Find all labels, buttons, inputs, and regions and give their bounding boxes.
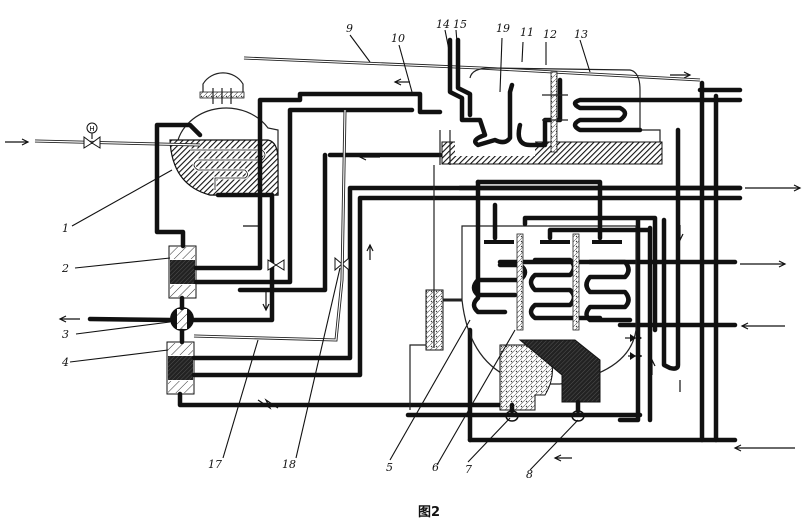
distributor-column-b xyxy=(572,233,580,331)
label-leaders xyxy=(69,29,591,471)
pump-outlet-pipe xyxy=(87,316,173,323)
label-4: 4 xyxy=(61,356,69,369)
label-1: 1 xyxy=(62,222,69,235)
svg-text:H: H xyxy=(89,125,94,133)
spray-nozzle-3 xyxy=(592,240,622,244)
solution-pump-3 xyxy=(170,307,194,331)
flow-arrows xyxy=(243,71,802,462)
label-6: 6 xyxy=(432,461,439,474)
pipe-network-right xyxy=(457,80,743,443)
label-3: 3 xyxy=(62,328,69,341)
level-gauge-vessel xyxy=(409,165,462,410)
expansion-valve-a xyxy=(267,259,285,271)
generator-vessel xyxy=(169,72,279,196)
inlet-line: H xyxy=(5,122,201,149)
condenser-box xyxy=(439,37,743,165)
label-10: 10 xyxy=(391,32,405,45)
generator-dome xyxy=(202,72,244,97)
label-13: 13 xyxy=(574,28,588,41)
generator-liquid xyxy=(169,139,279,196)
label-8: 8 xyxy=(526,468,533,481)
label-9: 9 xyxy=(346,22,353,35)
drain-reservoir-8 xyxy=(518,339,601,403)
label-7: 7 xyxy=(465,463,472,476)
label-17: 17 xyxy=(208,458,222,471)
figure-caption: 图2 xyxy=(418,505,440,520)
check-valve xyxy=(257,398,279,410)
label-12: 12 xyxy=(543,28,557,41)
spray-nozzle-2 xyxy=(540,240,570,244)
label-18: 18 xyxy=(282,458,296,471)
heat-exchanger-2 xyxy=(168,245,197,299)
spray-nozzle-1 xyxy=(484,240,514,244)
heat-exchanger-4 xyxy=(166,341,195,395)
part-labels: 1 2 3 4 5 6 7 8 9 10 11 12 13 14 15 17 1… xyxy=(61,18,588,481)
distributor-column-a xyxy=(516,233,524,331)
label-14: 14 xyxy=(436,18,450,31)
evaporator-vessel xyxy=(405,179,658,422)
label-2: 2 xyxy=(61,262,69,275)
pipe-network-left xyxy=(154,91,743,408)
distributor-12 xyxy=(550,71,558,153)
label-19: 19 xyxy=(496,22,510,35)
label-11: 11 xyxy=(520,26,534,39)
inlet-valve xyxy=(83,136,101,149)
label-15: 15 xyxy=(453,18,467,31)
label-5: 5 xyxy=(386,461,393,474)
